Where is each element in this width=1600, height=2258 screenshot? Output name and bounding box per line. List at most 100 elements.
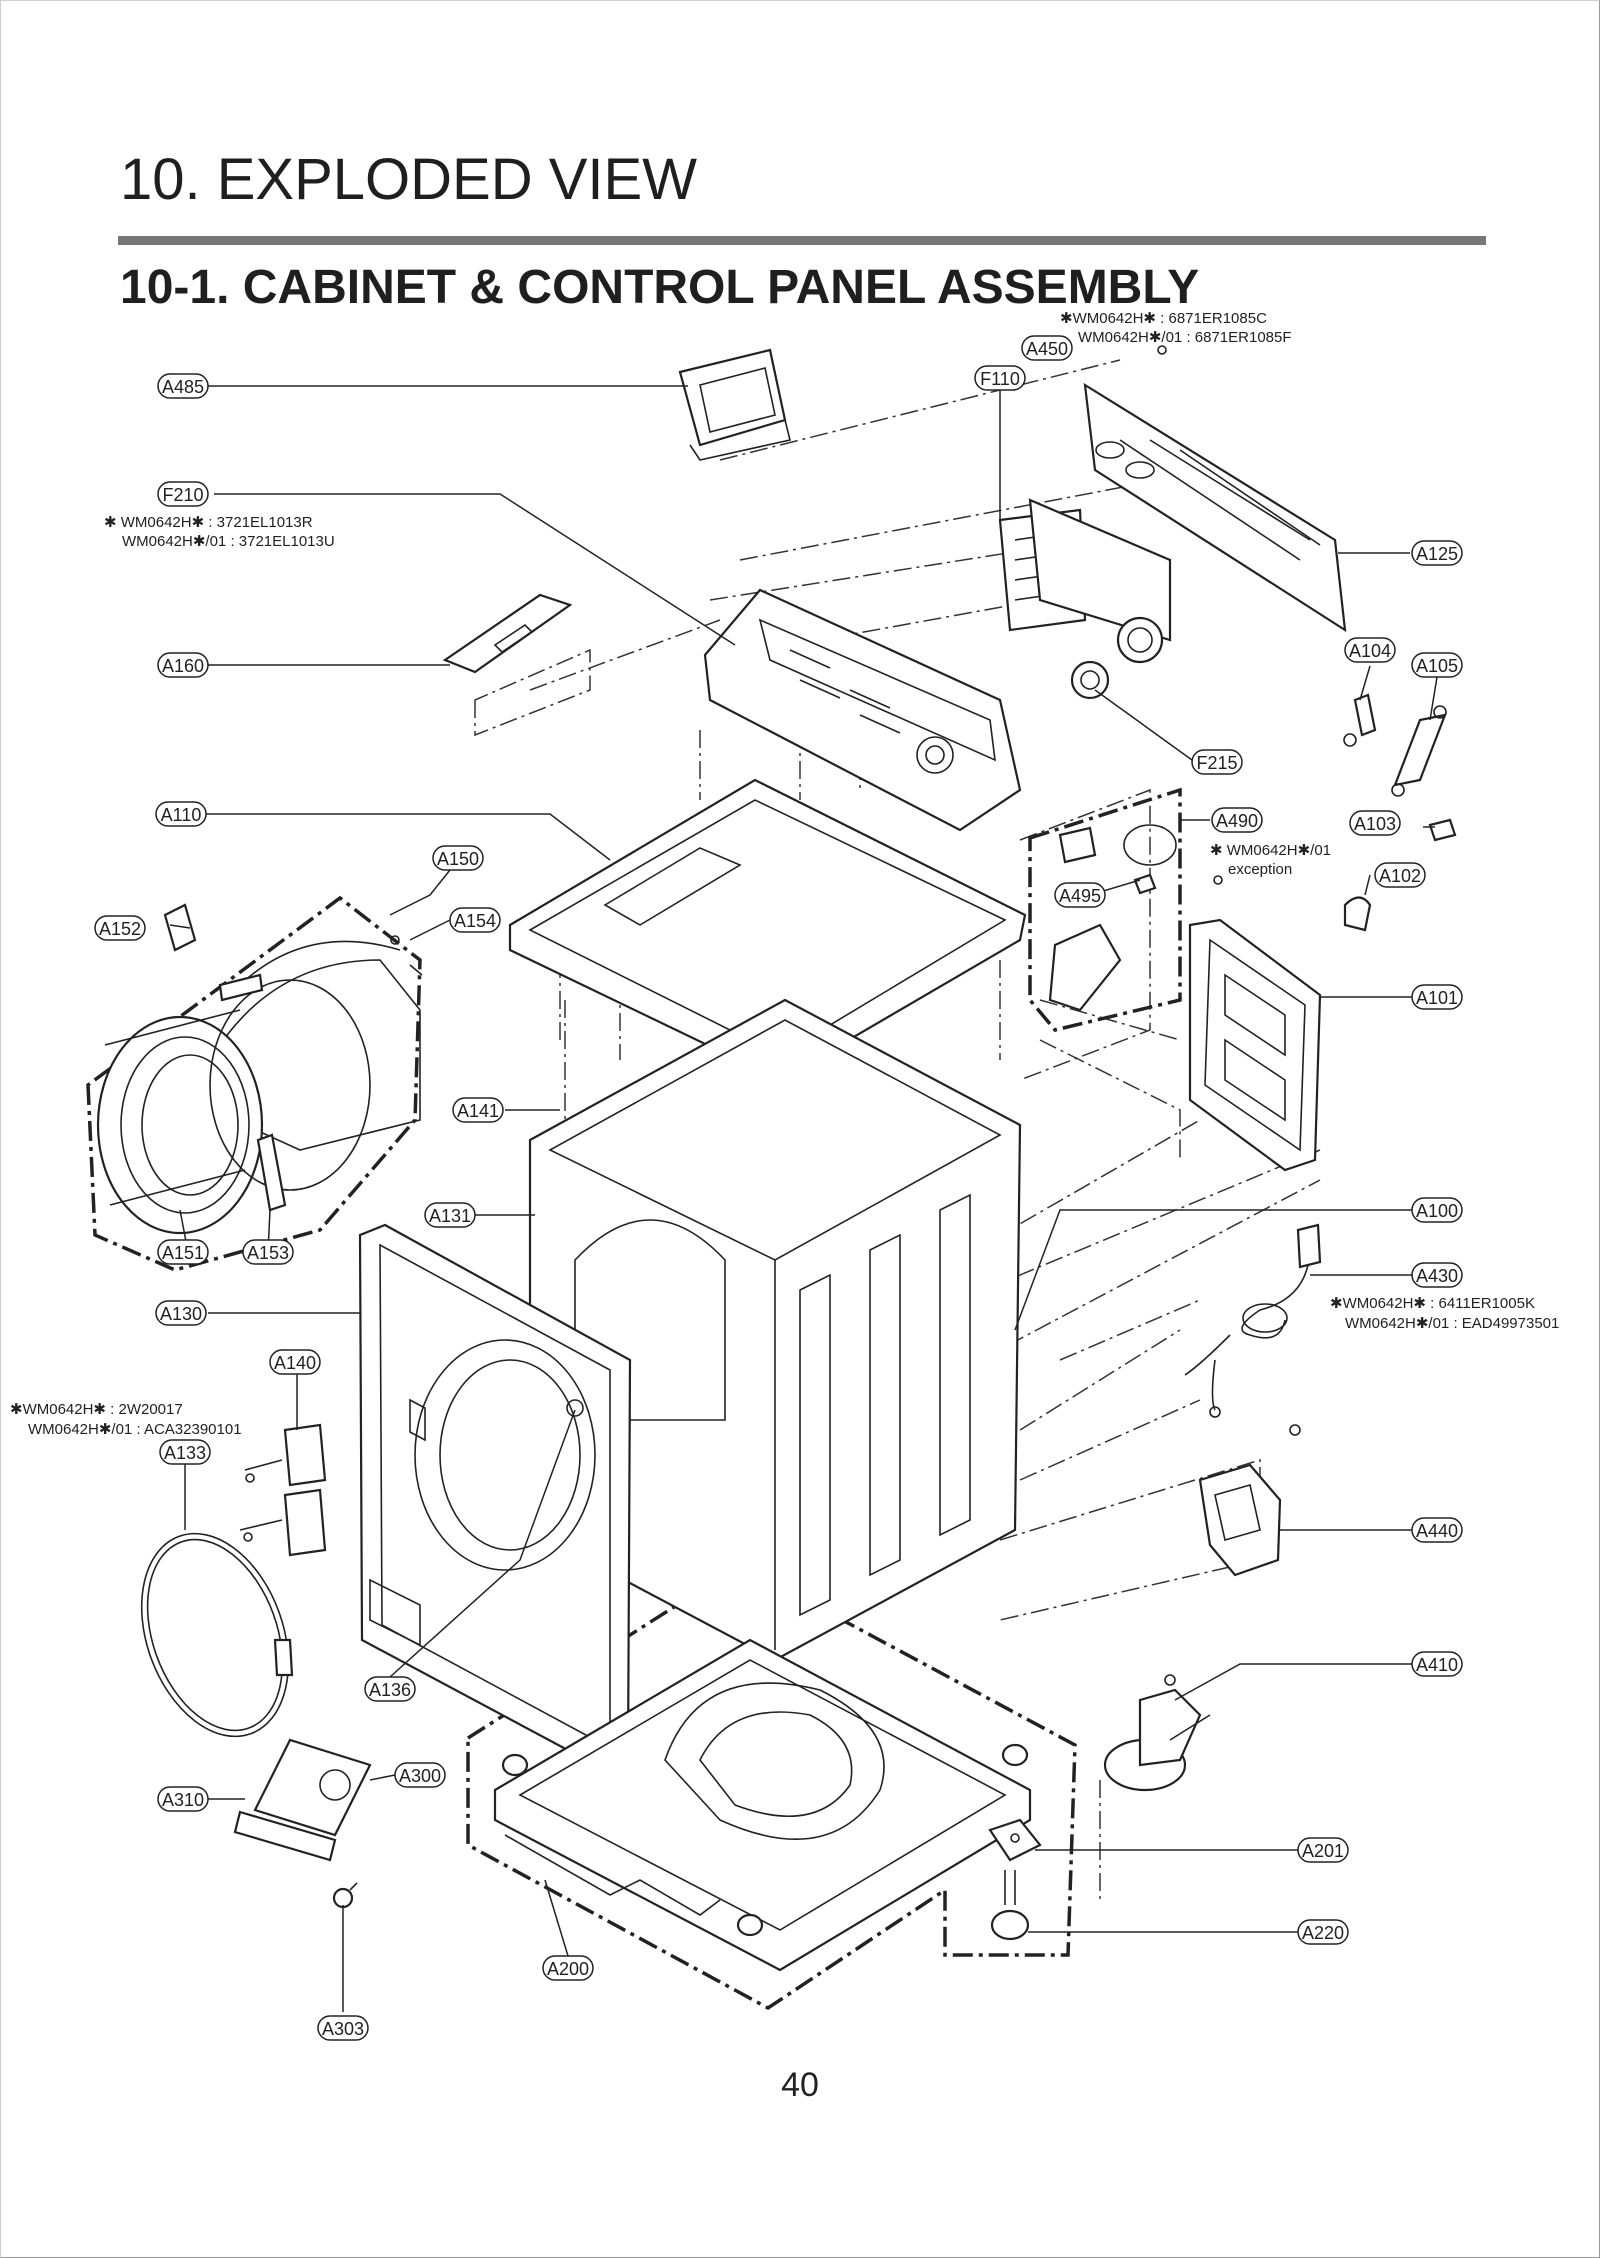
svg-text:A495: A495	[1059, 886, 1101, 906]
callout-a103: A103	[1349, 810, 1401, 836]
callout-a450: A450	[1021, 335, 1073, 361]
callout-a141: A141	[452, 1097, 504, 1123]
callout-a160: A160	[157, 652, 209, 678]
part-a430-power-cord	[1184, 1223, 1322, 1418]
model-notes: ✱WM0642H✱ : 6871ER1085C WM0642H✱/01 : 68…	[10, 310, 1559, 1438]
page-number: 40	[781, 2066, 819, 2104]
part-control-box	[1028, 498, 1172, 664]
group-borders	[86, 787, 1182, 2011]
svg-text:A101: A101	[1416, 988, 1458, 1008]
callout-a495: A495	[1054, 882, 1106, 908]
svg-text:A310: A310	[162, 1790, 204, 1810]
callout-a310: A310	[157, 1786, 209, 1812]
callout-a300: A300	[394, 1762, 446, 1788]
svg-text:A430: A430	[1416, 1266, 1458, 1286]
svg-text:A410: A410	[1416, 1655, 1458, 1675]
svg-text:A100: A100	[1416, 1201, 1458, 1221]
callout-a153: A153	[242, 1239, 294, 1265]
part-a133-clamp-ring	[140, 1532, 294, 1738]
callout-a101: A101	[1411, 984, 1463, 1010]
svg-text:A103: A103	[1354, 814, 1396, 834]
svg-text:A136: A136	[369, 1680, 411, 1700]
door-group-border	[86, 895, 422, 1272]
svg-text:A485: A485	[162, 377, 204, 397]
callout-a430: A430	[1411, 1262, 1463, 1288]
callout-f110: F110	[974, 365, 1026, 391]
part-a303-screw	[332, 1882, 358, 1909]
page-title: 10. EXPLODED VIEW	[120, 147, 697, 212]
svg-text:A133: A133	[164, 1443, 206, 1463]
callout-a151: A151	[157, 1239, 209, 1265]
svg-text:A220: A220	[1302, 1923, 1344, 1943]
part-a160-cap	[442, 593, 573, 674]
callout-f210: F210	[157, 481, 209, 507]
callout-a150: A150	[432, 845, 484, 871]
note-a450-line2: WM0642H✱/01 : 6871ER1085F	[1078, 329, 1292, 346]
callout-a105: A105	[1411, 652, 1463, 678]
callout-a104: A104	[1344, 637, 1396, 663]
callout-a440: A440	[1411, 1517, 1463, 1543]
note-f210-line2: WM0642H✱/01 : 3721EL1013U	[122, 533, 335, 550]
svg-text:A150: A150	[437, 849, 479, 869]
callout-f215: F215	[1191, 749, 1243, 775]
callout-a100: A100	[1411, 1197, 1463, 1223]
note-a430-line2: WM0642H✱/01 : EAD49973501	[1345, 1315, 1559, 1332]
part-a102-clip	[1343, 896, 1372, 932]
callout-a136: A136	[364, 1676, 416, 1702]
svg-text:A450: A450	[1026, 339, 1068, 359]
note-a490-line1: ✱ WM0642H✱/01	[1210, 842, 1331, 859]
callout-a154: A154	[449, 907, 501, 933]
svg-text:A110: A110	[161, 805, 202, 825]
part-a200-base	[493, 1638, 1032, 1972]
base-group-border	[466, 1562, 1077, 2011]
part-a151-door	[96, 1009, 264, 1235]
part-a125-top-panel	[1083, 382, 1347, 633]
part-a410-pressure-switch	[1103, 1674, 1211, 1792]
callout-a410: A410	[1411, 1651, 1463, 1677]
callout-a133: A133	[159, 1439, 211, 1465]
callout-a125: A125	[1411, 540, 1463, 566]
callout-a485: A485	[157, 373, 209, 399]
screws	[243, 345, 1223, 1542]
part-a490-a495-dispenser	[1048, 824, 1177, 1012]
svg-text:A200: A200	[547, 1959, 589, 1979]
callout-a490: A490	[1211, 807, 1263, 833]
part-f215-knob	[1070, 660, 1110, 700]
svg-text:A105: A105	[1416, 656, 1458, 676]
callout-a130: A130	[155, 1300, 207, 1326]
part-a101-back-cover	[1188, 918, 1322, 1172]
part-a110-top-plate	[508, 778, 1027, 1082]
svg-text:A140: A140	[274, 1353, 316, 1373]
svg-text:F210: F210	[162, 485, 203, 505]
part-a104-a105-valves	[1343, 693, 1447, 797]
note-a450-line1: ✱WM0642H✱ : 6871ER1085C	[1060, 310, 1267, 327]
svg-text:A201: A201	[1302, 1841, 1344, 1861]
svg-text:A151: A151	[162, 1243, 204, 1263]
callout-a201: A201	[1297, 1837, 1349, 1863]
part-a485-pcb-bracket	[678, 348, 791, 461]
svg-text:A154: A154	[454, 911, 496, 931]
callout-a220: A220	[1297, 1919, 1349, 1945]
svg-text:A300: A300	[399, 1766, 441, 1786]
svg-text:F215: F215	[1196, 753, 1237, 773]
callout-a102: A102	[1374, 862, 1426, 888]
svg-text:A125: A125	[1416, 544, 1458, 564]
leader-lines	[169, 344, 1438, 2012]
svg-text:A130: A130	[160, 1304, 202, 1324]
callout-a131: A131	[424, 1202, 476, 1228]
callout-a200: A200	[542, 1955, 594, 1981]
part-a440-door-lock	[1198, 1424, 1301, 1577]
svg-text:A490: A490	[1216, 811, 1258, 831]
callout-a110: A110	[155, 801, 207, 827]
part-a201-bracket	[988, 1818, 1042, 1862]
part-a220-foot	[990, 1870, 1030, 1941]
part-f210-control-panel	[703, 588, 1022, 832]
svg-text:A440: A440	[1416, 1521, 1458, 1541]
part-a153-door-frame	[209, 973, 371, 1212]
callout-a303: A303	[317, 2015, 369, 2041]
part-a152-hinge	[163, 903, 197, 952]
svg-text:A131: A131	[429, 1206, 471, 1226]
part-a300-a310-filter-cover	[233, 1738, 372, 1862]
note-f210-line1: ✱ WM0642H✱ : 3721EL1013R	[104, 514, 313, 531]
